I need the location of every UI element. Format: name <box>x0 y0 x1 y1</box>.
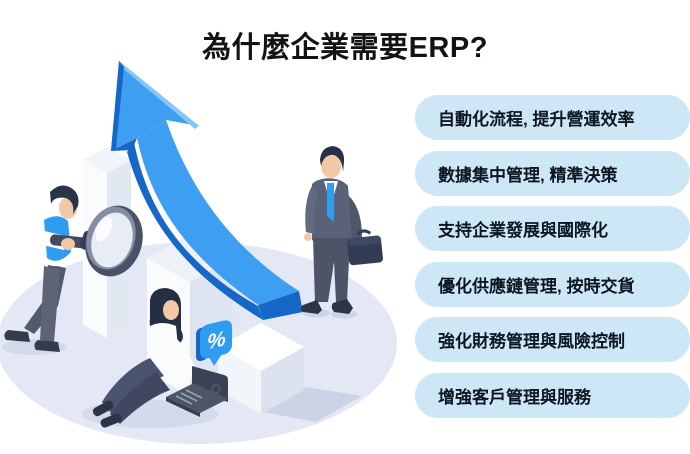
businessman <box>301 146 383 319</box>
front-cube <box>218 323 362 422</box>
percent-badge: % <box>196 320 232 366</box>
growth-arrow-icon <box>111 61 303 320</box>
percent-label: % <box>207 326 226 354</box>
benefit-pill-1: 自動化流程, 提升營運效率 <box>415 95 690 140</box>
benefit-pill-2: 數據集中管理, 精準決策 <box>415 150 690 196</box>
sitting-woman <box>82 288 218 428</box>
benefit-pill-3: 支持企業發展與國際化 <box>415 206 690 251</box>
magnifying-glass-icon <box>49 205 143 277</box>
benefit-pill-5: 強化財務管理與風險控制 <box>415 317 690 362</box>
benefit-pill-6: 增強客戶管理與服務 <box>415 372 690 418</box>
benefit-pill-4: 優化供應鏈管理, 按時交貨 <box>415 261 690 307</box>
erp-illustration: % <box>0 61 397 444</box>
page-title: 為什麼企業需要ERP? <box>202 32 488 65</box>
benefits-list: 自動化流程, 提升營運效率 數據集中管理, 精準決策 支持企業發展與國際化 優化… <box>415 95 690 418</box>
briefcase-icon <box>347 229 383 266</box>
laptop-icon <box>166 366 228 417</box>
